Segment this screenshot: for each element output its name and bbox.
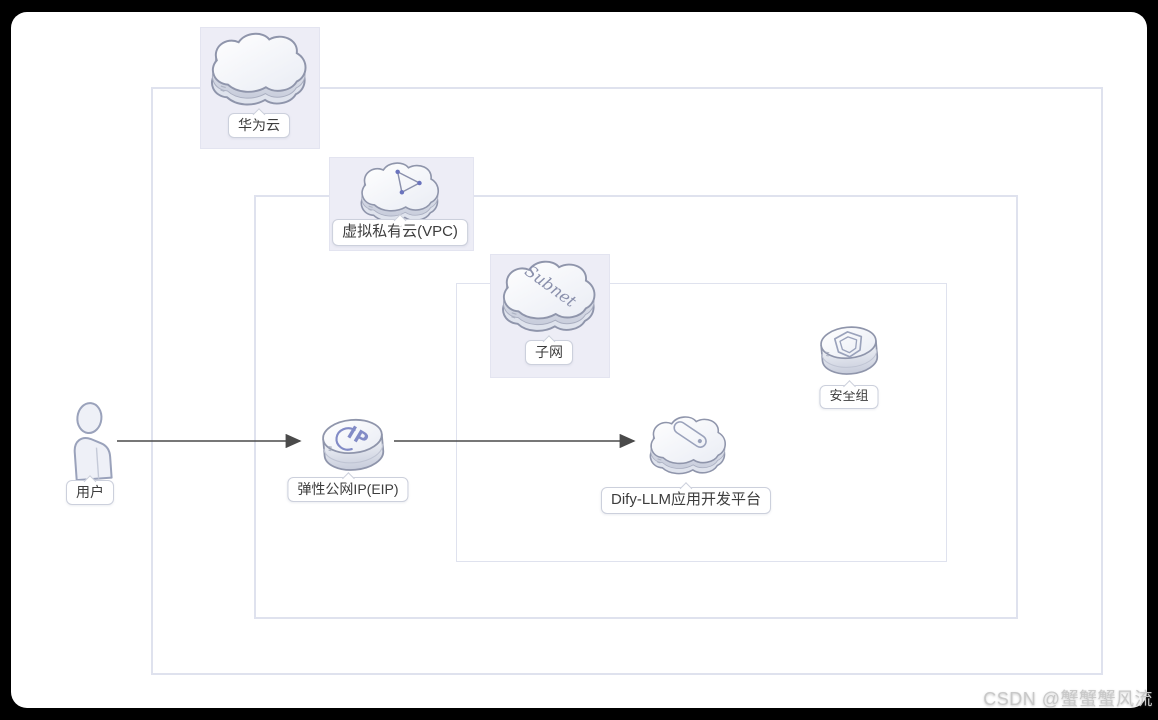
region-subnet: [456, 283, 947, 562]
region-huawei-cloud: [151, 87, 1103, 675]
dify-label: Dify-LLM应用开发平台: [600, 487, 772, 514]
vpc-label: 虚拟私有云(VPC): [332, 219, 468, 246]
security-group-label: 安全组: [819, 385, 879, 409]
region-vpc: [254, 195, 1018, 619]
dify-icon: [649, 416, 726, 475]
eip-icon: IP: [322, 418, 385, 471]
user-label: 用户: [66, 480, 114, 506]
subnet-icon: Subnet: [502, 260, 596, 332]
app-pill-glyph: [673, 421, 707, 448]
user-icon: [73, 402, 113, 481]
huawei-cloud-label: 华为云: [228, 113, 290, 139]
network-triangle-glyph: [395, 169, 422, 195]
subnet-label: 子网: [525, 340, 573, 366]
shield-glyph: [833, 331, 863, 358]
huawei-cloud-icon: [211, 32, 307, 106]
security-group-icon: [820, 326, 879, 375]
eip-label: 弹性公网IP(EIP): [287, 477, 409, 503]
watermark: CSDN @蟹蟹蟹风流: [983, 689, 1153, 709]
